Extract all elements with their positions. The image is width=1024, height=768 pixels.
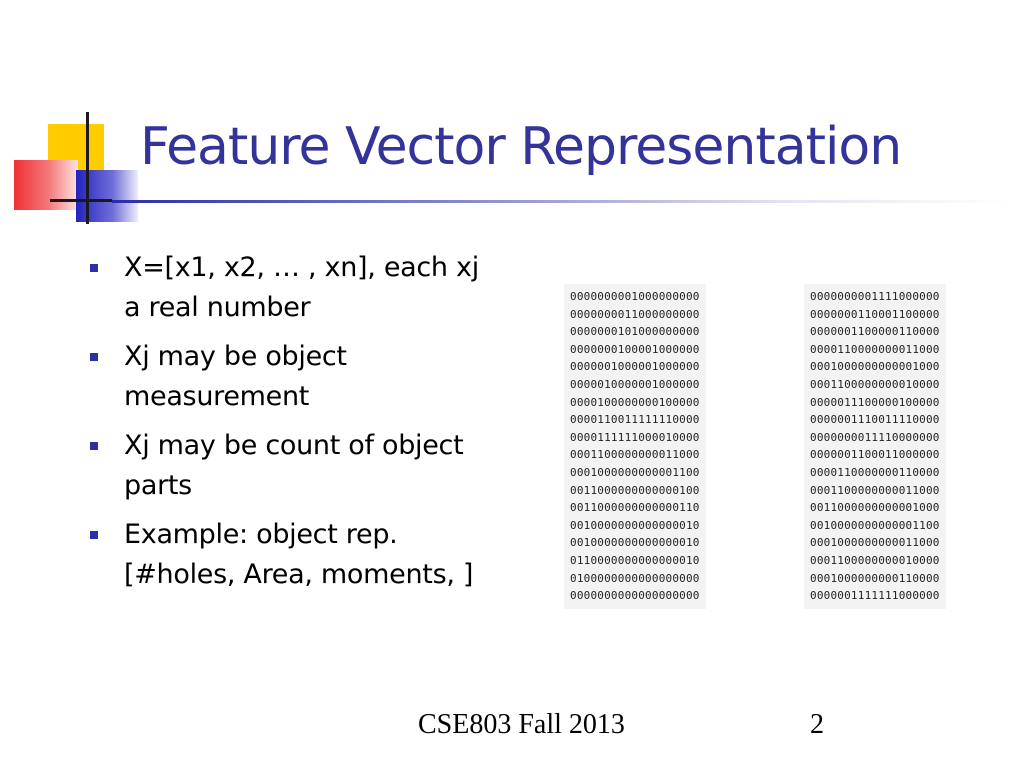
square-bullet-icon <box>90 531 98 539</box>
bullet-item-measurement: Xj may be object measurement <box>88 337 548 417</box>
square-bullet-icon <box>90 442 98 450</box>
title-decoration <box>14 112 138 224</box>
bullet-text: Example: object rep. [#holes, Area, mome… <box>124 519 474 590</box>
footer-course: CSE803 Fall 2013 <box>418 709 625 740</box>
slide-title: Feature Vector Representation <box>140 117 902 177</box>
bullet-item-example: Example: object rep. [#holes, Area, mome… <box>88 515 548 595</box>
slide-number: 2 <box>810 709 824 740</box>
horizontal-rule <box>50 199 112 202</box>
bullet-text: Xj may be count of object parts <box>124 430 464 501</box>
square-bullet-icon <box>90 353 98 361</box>
bullet-item-vector: X=[x1, x2, … , xn], each xj a real numbe… <box>88 248 548 328</box>
bullet-text: X=[x1, x2, … , xn], each xj a real numbe… <box>124 252 479 323</box>
bullet-item-count: Xj may be count of object parts <box>88 426 548 506</box>
bullet-list: X=[x1, x2, … , xn], each xj a real numbe… <box>88 248 548 604</box>
square-bullet-icon <box>90 264 98 272</box>
red-square <box>14 160 78 210</box>
title-underline <box>112 200 1012 203</box>
blue-square <box>76 170 138 222</box>
bit-matrix-right: 0000000001111000000 0000000110001100000 … <box>804 284 946 609</box>
vertical-rule <box>86 112 89 224</box>
bit-matrix-left: 0000000001000000000 0000000011000000000 … <box>564 284 706 609</box>
bullet-text: Xj may be object measurement <box>124 341 347 412</box>
